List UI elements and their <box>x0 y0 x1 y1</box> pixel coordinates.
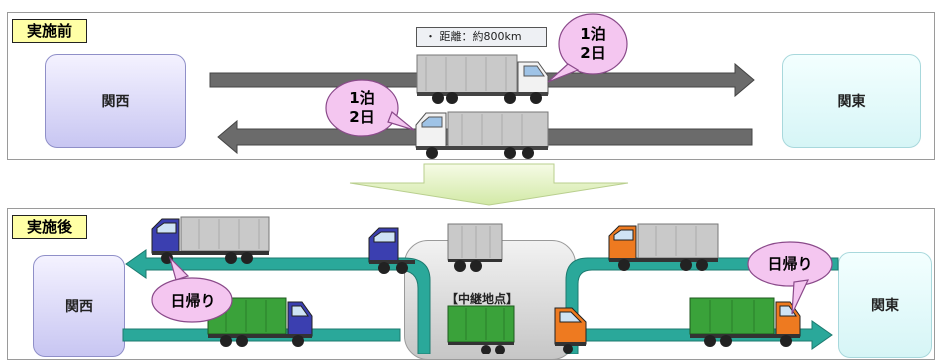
bubble-bottom-shape <box>325 79 415 137</box>
distance-note: ・ 距離：約800km <box>416 27 547 47</box>
bubble-bottom-line1: 1泊 <box>349 89 375 107</box>
gray-truck-icon <box>416 54 549 104</box>
after-kansai-label: 関西 <box>65 299 93 315</box>
bubble-bottom-line2: 2日 <box>349 108 375 126</box>
after-tag: 実施後 <box>12 215 87 239</box>
down-arrow-icon <box>349 163 629 206</box>
bubble-left-shape <box>151 256 233 323</box>
bubble-left: 日帰り <box>170 291 216 310</box>
gray-trailer-icon <box>447 223 503 272</box>
before-kansai-label: 関西 <box>101 94 130 110</box>
bubble-top-shape <box>547 13 628 83</box>
after-kansai-box: 関西 <box>33 255 125 357</box>
bubble-top: 1泊 2日 <box>560 20 626 68</box>
before-kanto-box: 関東 <box>782 54 921 148</box>
bubble-top-line1: 1泊 <box>580 25 606 43</box>
relay-label: 【中継地点】 <box>446 292 519 306</box>
green-trailer-icon <box>447 305 515 354</box>
bubble-top-line2: 2日 <box>580 44 606 62</box>
orange-truck-icon <box>554 307 587 354</box>
orange-truck-icon <box>608 223 719 271</box>
green-truck-icon <box>689 297 801 347</box>
gray-truck-icon <box>415 111 549 159</box>
blue-truck-icon <box>151 216 270 264</box>
before-tag: 実施前 <box>12 19 87 43</box>
bubble-bottom: 1泊 2日 <box>326 84 398 132</box>
before-kanto-label: 関東 <box>837 94 866 110</box>
after-kanto-label: 関東 <box>871 298 899 314</box>
blue-truck-icon <box>368 227 415 274</box>
bubble-right: 日帰り <box>767 254 813 273</box>
before-kansai-box: 関西 <box>45 54 186 148</box>
bubble-right-shape <box>747 241 833 315</box>
